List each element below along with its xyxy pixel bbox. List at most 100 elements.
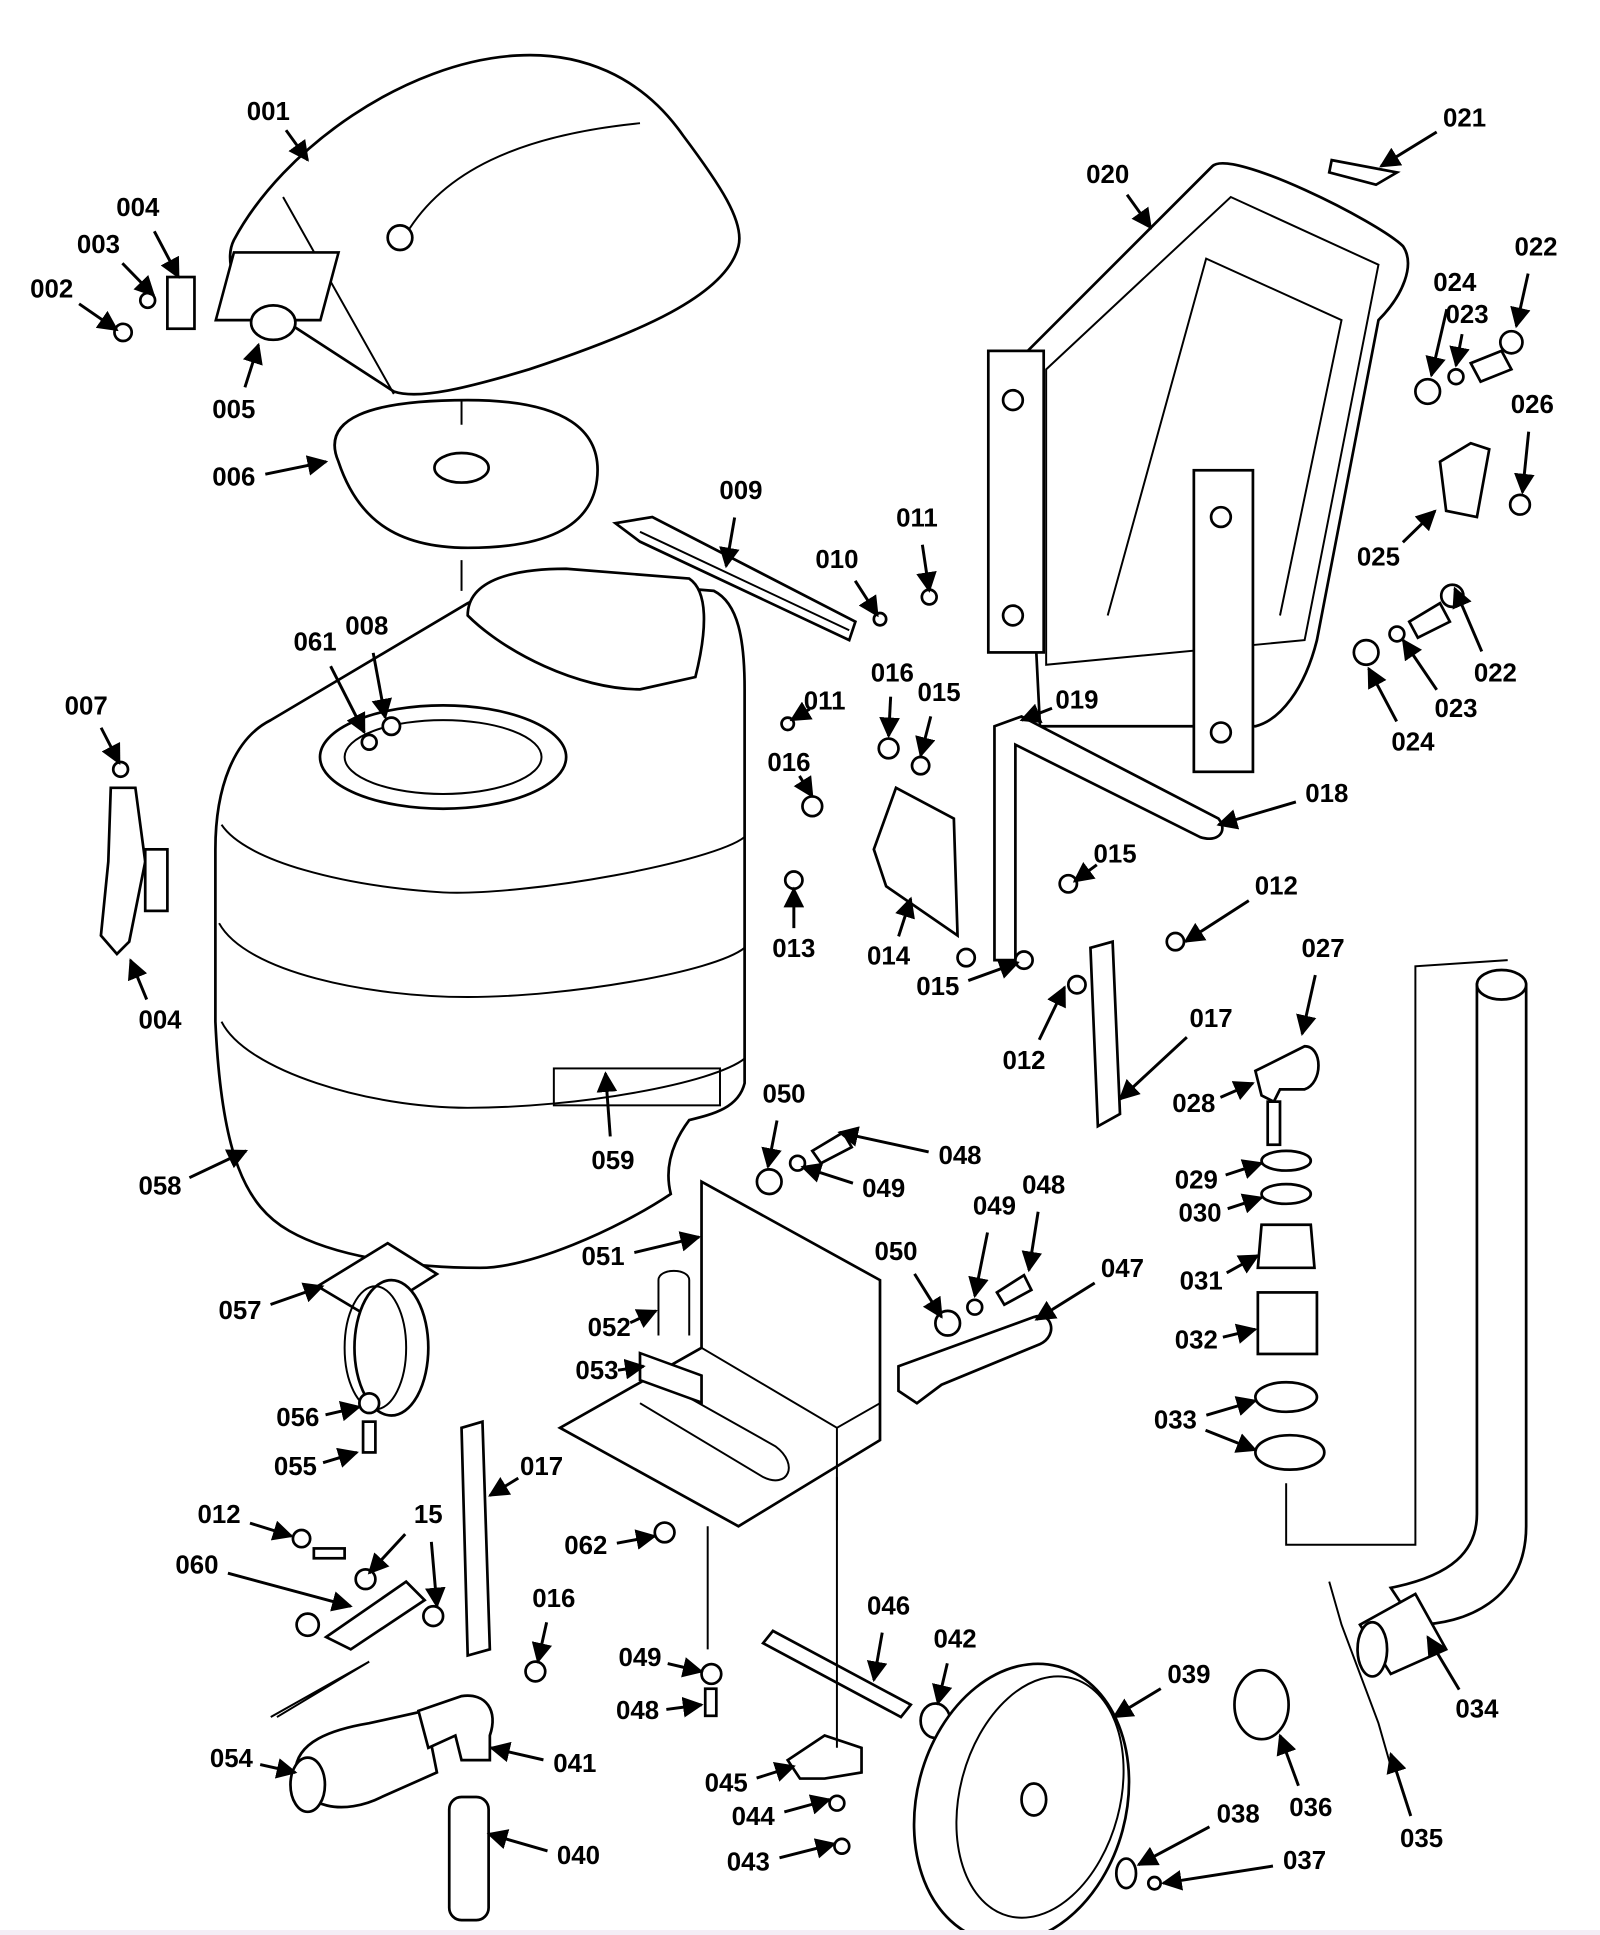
crossbar [993, 714, 1224, 962]
callout-048: 048 [938, 1142, 981, 1170]
callout-arrow [489, 1741, 544, 1763]
strut [1089, 939, 1122, 1129]
callout-003: 003 [77, 231, 120, 259]
callout-arrow [1216, 800, 1297, 830]
callout-arrow [1021, 1211, 1043, 1273]
callout-arrow [1426, 1635, 1461, 1691]
callout-arrow [853, 580, 879, 618]
callout-arrow [1452, 586, 1484, 653]
callout-arrow [1161, 1864, 1274, 1891]
callout-016: 016 [532, 1585, 575, 1613]
callout-arrow [1379, 130, 1438, 168]
base-bracket [557, 1179, 882, 1528]
callout-arrow [932, 1662, 953, 1706]
callout-062: 062 [564, 1532, 607, 1560]
callout-arrow [371, 652, 392, 720]
callout-arrow [329, 665, 366, 735]
callout-052: 052 [588, 1314, 631, 1342]
callout-036: 036 [1289, 1794, 1332, 1822]
callout-arrow [916, 544, 937, 593]
callout-arrow [1367, 666, 1398, 723]
callout-arrow [249, 1520, 294, 1541]
callout-030: 030 [1178, 1200, 1221, 1228]
callout-arrow [1034, 1281, 1096, 1321]
caster [314, 1241, 440, 1454]
recovery-tank [214, 567, 746, 1270]
callout-004: 004 [116, 194, 160, 222]
callout-arrow [793, 775, 814, 799]
callout-042: 042 [934, 1626, 977, 1654]
callout-arrow [789, 701, 813, 722]
callout-arrow [1449, 333, 1470, 368]
callout-046: 046 [867, 1592, 910, 1620]
callout-056: 056 [276, 1404, 319, 1432]
callout-026: 026 [1511, 391, 1554, 419]
callout-arrow [1401, 509, 1437, 544]
callout-arrow [1118, 1036, 1188, 1101]
callout-050: 050 [762, 1080, 805, 1108]
callout-037: 037 [1283, 1847, 1326, 1875]
callout-031: 031 [1180, 1267, 1223, 1295]
callout-027: 027 [1302, 935, 1345, 963]
callout-arrow [1072, 861, 1098, 883]
filter-plate [333, 398, 599, 550]
callout-arrow [967, 959, 1020, 982]
callout-15: 15 [414, 1501, 443, 1529]
callout-arrow [1136, 1825, 1211, 1867]
callout-034: 034 [1455, 1696, 1499, 1724]
callout-020: 020 [1086, 161, 1129, 189]
callout-arrow [259, 1758, 298, 1779]
callout-015: 015 [916, 973, 959, 1001]
callout-029: 029 [1175, 1166, 1218, 1194]
callout-arrow [227, 1571, 353, 1612]
callout-012: 012 [198, 1501, 241, 1529]
callout-011: 011 [804, 688, 846, 716]
callout-arrow [666, 1696, 704, 1718]
callout-arrow [1225, 1159, 1264, 1179]
plug [249, 303, 297, 342]
callout-arrow [1125, 193, 1152, 230]
hose-tie [1328, 1581, 1392, 1767]
callout-arrow [188, 1149, 249, 1180]
callout-arrow [242, 342, 263, 388]
callout-arrow [879, 696, 900, 739]
callout-arrow [915, 716, 936, 758]
callout-028: 028 [1172, 1090, 1215, 1118]
callout-arrow [779, 1838, 837, 1860]
callout-arrow [1514, 431, 1535, 495]
callout-arrow [1219, 1081, 1255, 1101]
bottom-band [0, 1930, 1600, 1935]
hinge [612, 515, 858, 642]
callout-049: 049 [973, 1192, 1016, 1220]
wheel [912, 1662, 1162, 1935]
callout-arrow [121, 262, 156, 297]
callout-038: 038 [1217, 1800, 1260, 1828]
callout-arrow [719, 517, 740, 569]
callout-arrow [425, 1541, 446, 1609]
callout-arrow [128, 958, 149, 1001]
callout-arrow [1183, 899, 1250, 943]
callout-arrow [1019, 703, 1053, 724]
screw [920, 588, 938, 606]
callout-arrow [367, 1533, 407, 1575]
callout-arrow [488, 1476, 520, 1497]
callout-023: 023 [1446, 301, 1489, 329]
callout-arrow [756, 1762, 796, 1782]
callout-016: 016 [767, 749, 810, 777]
callout-arrow [617, 1358, 646, 1380]
callout-043: 043 [727, 1848, 770, 1876]
callout-arrow [284, 129, 309, 162]
handle-frame [986, 162, 1410, 774]
callout-arrow [761, 1120, 782, 1169]
callout-035: 035 [1400, 1825, 1443, 1853]
callout-055: 055 [274, 1453, 317, 1481]
callout-arrow [1205, 1396, 1258, 1417]
callout-arrow [913, 1273, 943, 1319]
callout-012: 012 [1002, 1047, 1045, 1075]
side-latch [99, 760, 169, 956]
callout-arrow [486, 1829, 548, 1853]
hood-cover [214, 53, 741, 396]
callout-049: 049 [862, 1175, 905, 1203]
